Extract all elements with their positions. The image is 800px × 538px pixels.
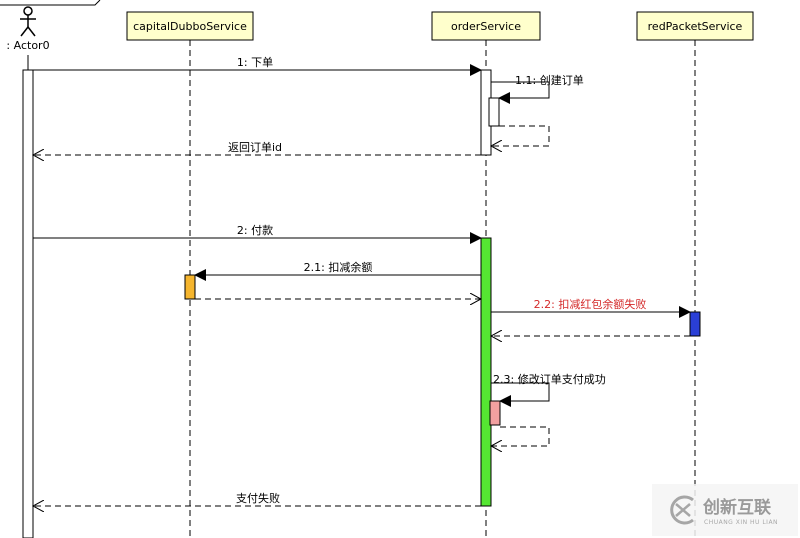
- participant-redpacket-box: [636, 11, 754, 41]
- message-2-3-label: 2.3: 修改订单支付成功: [493, 372, 606, 386]
- message-2-3-return-arrow: [491, 426, 550, 446]
- message-2-1-label: 2.1: 扣减余额: [304, 260, 373, 274]
- watermark-logo-icon: [670, 495, 694, 525]
- message-1-1-arrow: [491, 81, 550, 104]
- message-1-1-label: 1.1: 创建订单: [515, 73, 584, 87]
- order-self-activation-2: [489, 400, 501, 426]
- message-2-label: 2: 付款: [237, 223, 273, 237]
- participant-redpacket-label: redPacketService: [648, 20, 743, 33]
- return-1-label: 返回订单id: [228, 141, 282, 154]
- watermark-bg: [652, 484, 798, 536]
- participant-order-label: orderService: [451, 20, 521, 33]
- participant-redpacket[interactable]: redPacketService: [636, 11, 754, 41]
- order-activation-2: [480, 237, 492, 507]
- actor-label: : Actor0: [6, 39, 49, 52]
- frame-corner: [0, 0, 101, 6]
- watermark-title: 创新互联: [702, 497, 771, 518]
- participant-order-box: [431, 11, 541, 41]
- participant-capital-box: [126, 11, 254, 41]
- message-1-1-return-arrow: [491, 125, 550, 146]
- participant-capital-label: capitalDubboService: [133, 20, 247, 33]
- actor-stick-figure-icon: [20, 6, 36, 37]
- watermark: 创新互联 CHUANG XIN HU LIAN: [652, 484, 798, 536]
- watermark-subtitle: CHUANG XIN HU LIAN: [704, 519, 778, 526]
- redpacket-activation: [689, 311, 701, 337]
- message-1-label: 1: 下单: [237, 56, 273, 69]
- participant-order[interactable]: orderService: [431, 11, 541, 41]
- message-2-3-arrow: [491, 382, 550, 407]
- participant-capital[interactable]: capitalDubboService: [126, 11, 254, 41]
- message-2-2-label: 2.2: 扣减红包余额失败: [534, 297, 647, 311]
- return-2-label: 支付失败: [236, 491, 280, 505]
- capital-activation: [184, 274, 196, 300]
- actor[interactable]: : Actor0: [6, 6, 50, 52]
- actor-activation: [22, 69, 34, 538]
- order-self-activation-1: [488, 97, 500, 127]
